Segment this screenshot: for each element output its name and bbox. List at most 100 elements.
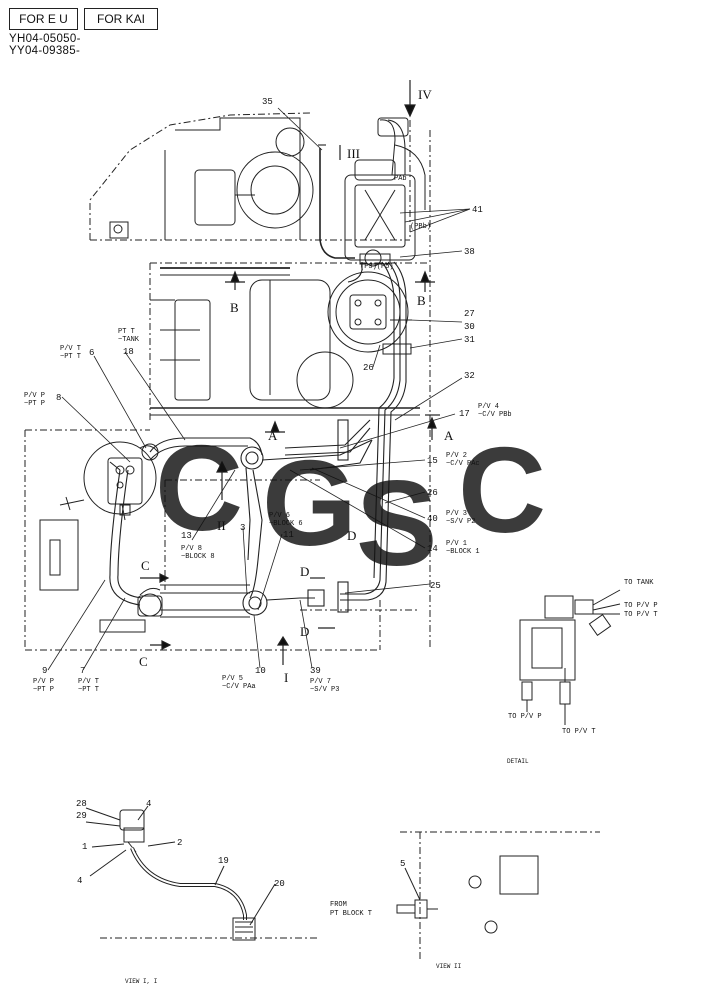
serial-number-1: YH04-05050-: [9, 33, 81, 45]
serial-number-2: YY04-09385-: [9, 45, 81, 57]
callout-10: 10: [255, 666, 266, 676]
left-housing: [39, 519, 146, 633]
label-pt-tank-line1: PT T: [118, 328, 135, 336]
callout-31: 31: [464, 335, 475, 345]
callout-26-top: 26: [363, 363, 374, 373]
detail-view: [519, 589, 621, 725]
callout-39: 39: [310, 666, 321, 676]
callout-1: 1: [82, 842, 87, 852]
pilot-block-lower: [137, 587, 163, 617]
callout-20: 20: [274, 879, 285, 889]
leader-lines: [47, 107, 471, 671]
for-kai-tag: FOR KAI: [84, 8, 158, 30]
section-mark-iv: IV: [418, 87, 432, 102]
callout-25: 25: [430, 581, 441, 591]
section-mark-a-left: A: [268, 428, 278, 443]
callout-38: 38: [464, 247, 475, 257]
label-pv-p-line1: P/V P: [24, 392, 45, 400]
callout-17: 17: [459, 409, 470, 419]
frame-rails: [150, 267, 420, 416]
callout-41: 41: [472, 205, 483, 215]
view-i-i: [85, 805, 320, 941]
callout-4-top: 4: [146, 799, 151, 809]
label-pv6-line1: P/V 6: [269, 512, 290, 520]
section-mark-d-upper: D: [300, 564, 309, 579]
callout-29: 29: [76, 811, 87, 821]
callout-2: 2: [177, 838, 182, 848]
section-mark-i: I: [284, 670, 288, 685]
section-mark-c-lower: C: [139, 654, 148, 669]
section-mark-iii: III: [347, 146, 360, 161]
section-mark-c-upper: C: [141, 558, 150, 573]
callout-28: 28: [76, 799, 87, 809]
callout-19: 19: [218, 856, 229, 866]
label-pbb: (PBb): [410, 223, 431, 231]
label-pv6-line2: ~BLOCK 6: [269, 520, 303, 528]
callout-5: 5: [400, 859, 405, 869]
label-pv-t-bottom-line1: P/V T: [78, 678, 99, 686]
label-pab: PAb: [394, 175, 407, 183]
label-pv-t-bottom-line2: ~PT T: [78, 686, 99, 694]
callout-15: 15: [427, 456, 438, 466]
watermark-letter-c2: C: [458, 422, 546, 558]
machine-outline-upper: [24, 112, 431, 651]
callout-30: 30: [464, 322, 475, 332]
callout-40: 40: [427, 514, 438, 524]
for-eu-tag: FOR E U: [9, 8, 78, 30]
label-pv3-line1: P/V 3: [446, 510, 467, 518]
label-to-tank: TO TANK: [624, 579, 654, 587]
label-detail: DETAIL: [507, 758, 529, 765]
label-pv-t-line2: ~PT T: [60, 353, 81, 361]
callout-27: 27: [464, 309, 475, 319]
section-mark-a-right: A: [444, 428, 454, 443]
label-to-pv-p-bottom: TO P/V P: [508, 713, 542, 721]
view-ii: [396, 831, 600, 960]
callout-3: 3: [240, 523, 245, 533]
callout-35: 35: [262, 97, 273, 107]
watermark-letter-s: S: [356, 455, 437, 591]
callout-4-bottom: 4: [77, 876, 82, 886]
callout-11: 11: [283, 530, 294, 540]
watermark-letter-c1: C: [155, 420, 243, 556]
callout-18: 18: [123, 347, 134, 357]
label-to-pv-t: TO P/V T: [624, 611, 658, 619]
section-mark-ii: II: [217, 518, 226, 533]
label-view-ii: VIEW II: [436, 963, 461, 970]
label-pv5-line1: P/V 5: [222, 675, 243, 683]
label-pv-p-bottom-line2: ~PT P: [33, 686, 54, 694]
label-from-line1: FROM: [330, 901, 347, 909]
label-pv8-line2: ~BLOCK 8: [181, 553, 215, 561]
label-pv2-line1: P/V 2: [446, 452, 467, 460]
label-pv5-line2: ~C/V PAa: [222, 683, 256, 691]
pilot-valve-cluster: [344, 117, 426, 267]
callout-26-mid: 26: [427, 488, 438, 498]
callout-32: 32: [464, 371, 475, 381]
callout-13: 13: [181, 531, 192, 541]
callout-14: 14: [427, 544, 438, 554]
label-pv2-line2: ~C/V PAc: [446, 460, 480, 468]
label-to-pv-p: TO P/V P: [624, 602, 658, 610]
label-to-pv-t-bottom: TO P/V T: [562, 728, 596, 736]
label-pv-p-bottom-line1: P/V P: [33, 678, 54, 686]
label-pv3-line2: ~S/V P2: [446, 518, 475, 526]
label-pv8-line1: P/V 8: [181, 545, 202, 553]
callout-6: 6: [89, 348, 94, 358]
callout-7: 7: [80, 666, 85, 676]
section-mark-b-right: B: [417, 293, 426, 308]
label-pt-tank-line2: ~TANK: [118, 336, 140, 344]
label-pv7-line2: ~S/V P3: [310, 686, 339, 694]
swing-valve: [327, 271, 412, 355]
label-pv4-line1: P/V 4: [478, 403, 499, 411]
label-pv1-line1: P/V 1: [446, 540, 467, 548]
label-p3-p5: (P3)(P5): [360, 263, 394, 271]
callout-9: 9: [42, 666, 47, 676]
watermark-letter-g: G: [262, 435, 357, 571]
section-markers: [140, 80, 440, 665]
label-pv1-line2: ~BLOCK 1: [446, 548, 480, 556]
watermark: C G S C: [155, 420, 546, 591]
engine-block: [109, 117, 314, 240]
label-view-i-i: VIEW I, I: [125, 978, 157, 985]
label-pv7-line1: P/V 7: [310, 678, 331, 686]
callout-8: 8: [56, 393, 61, 403]
